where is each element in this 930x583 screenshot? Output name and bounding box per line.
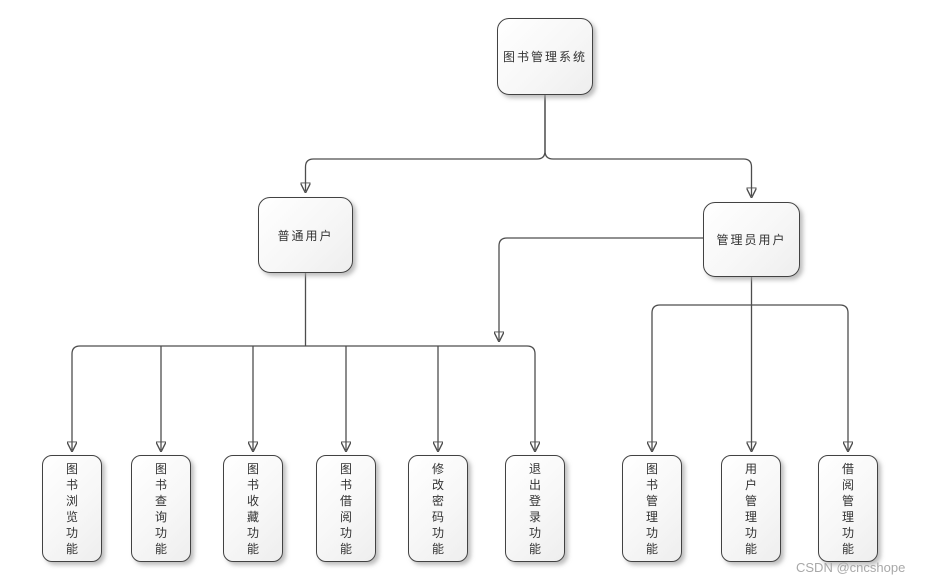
node-library-system: 图书管理系统 (497, 18, 593, 95)
node-book-borrow: 图书借阅功能 (316, 455, 376, 562)
node-label: 普通用户 (277, 228, 334, 243)
node-label: 修改密码功能 (432, 461, 445, 556)
node-book-favorite: 图书收藏功能 (223, 455, 283, 562)
node-admin-user: 管理员用户 (703, 202, 800, 277)
node-book-management: 图书管理功能 (622, 455, 682, 562)
node-label: 图书浏览功能 (66, 461, 79, 556)
node-normal-user: 普通用户 (258, 197, 353, 273)
node-label: 图书查询功能 (155, 461, 168, 556)
node-label: 管理员用户 (716, 233, 787, 247)
node-user-management: 用户管理功能 (721, 455, 781, 562)
node-label: 用户管理功能 (745, 461, 758, 556)
edge-admin-to-bus (499, 237, 703, 340)
node-label: 图书管理功能 (646, 461, 659, 556)
node-label: 退出登录功能 (529, 461, 542, 556)
edge-root-to-admin (544, 95, 752, 196)
bus-user-functions (71, 345, 536, 355)
node-loan-management: 借阅管理功能 (818, 455, 878, 562)
edge-root-to-user (306, 95, 546, 191)
node-logout: 退出登录功能 (505, 455, 565, 562)
bus-admin-functions (651, 304, 849, 314)
node-change-password: 修改密码功能 (408, 455, 468, 562)
node-book-query: 图书查询功能 (131, 455, 191, 562)
node-label: 借阅管理功能 (842, 461, 855, 556)
node-book-browse: 图书浏览功能 (42, 455, 102, 562)
csdn-watermark: CSDN @cncshope (796, 560, 906, 575)
node-label: 图书管理系统 (502, 50, 587, 64)
node-label: 图书收藏功能 (247, 461, 260, 556)
node-label: 图书借阅功能 (340, 461, 353, 556)
